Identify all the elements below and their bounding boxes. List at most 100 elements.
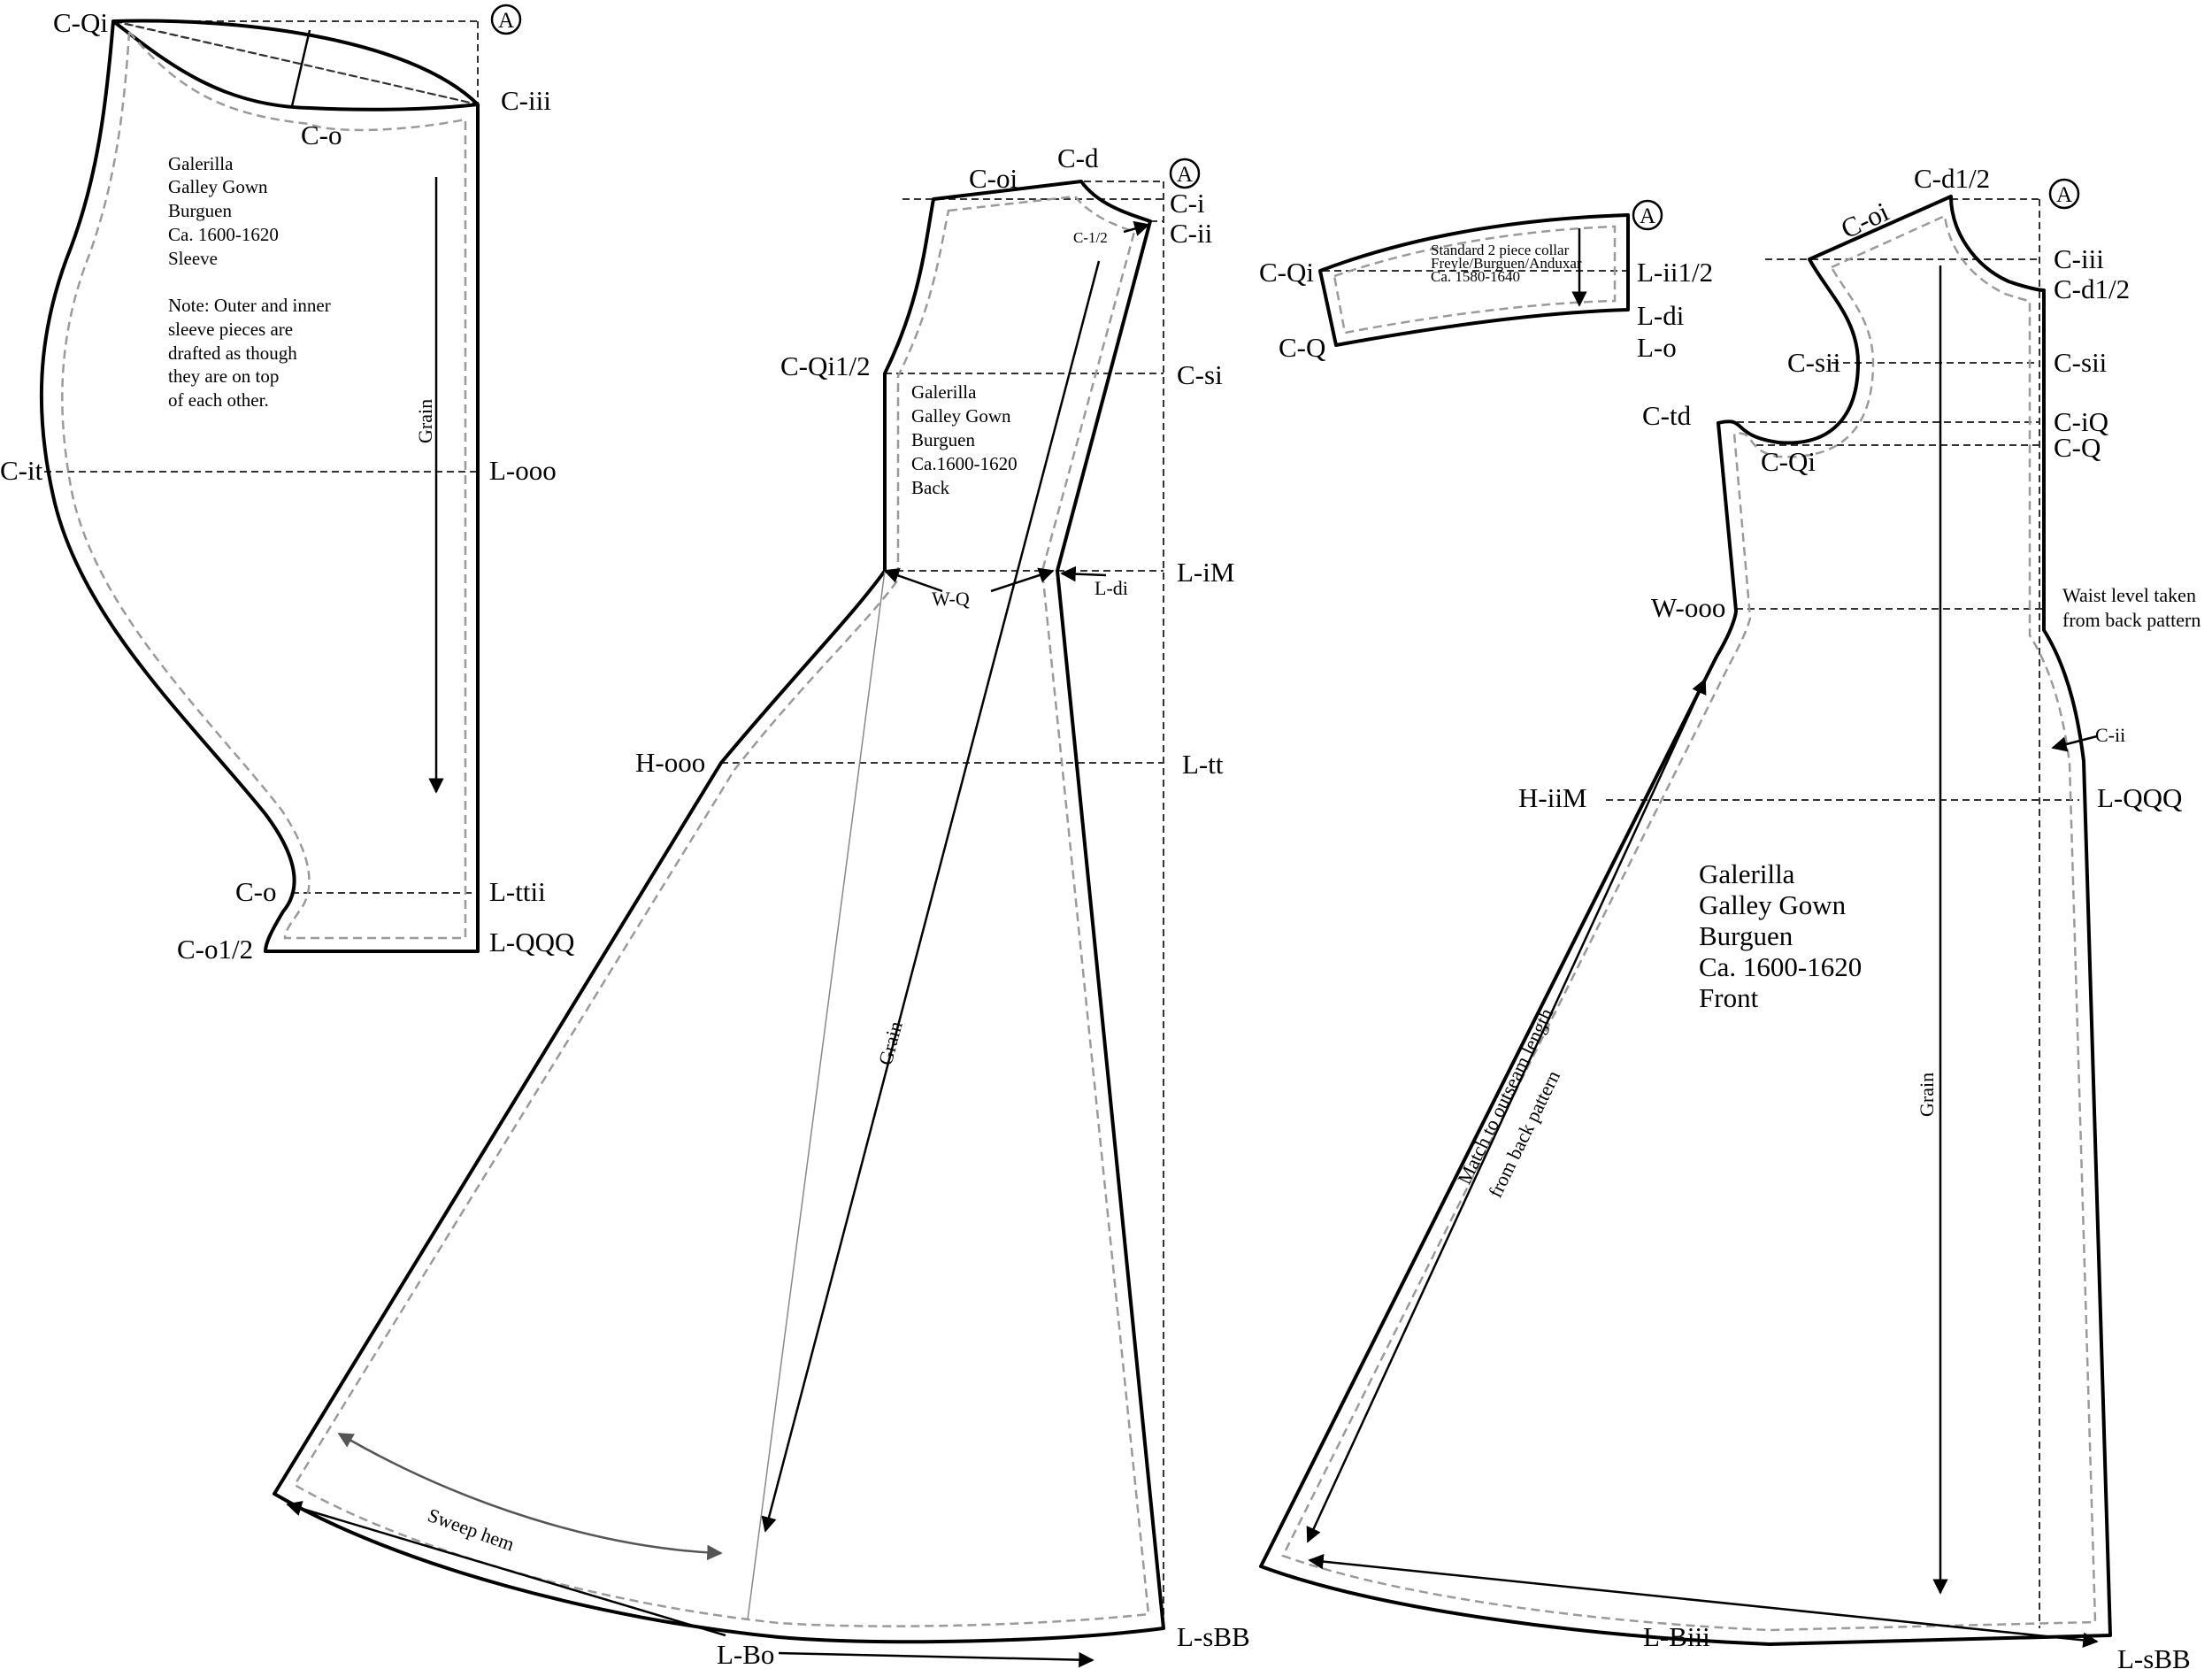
front-label-c-td: C-td: [1642, 400, 1692, 431]
sleeve-label-c-qi: C-Qi: [53, 7, 108, 38]
front-label-c-qi: C-Qi: [1761, 446, 1816, 477]
front-label-l-biii: L-Biii: [1643, 1621, 1710, 1652]
svg-text:Burguen: Burguen: [911, 429, 975, 450]
svg-text:Burguen: Burguen: [168, 200, 232, 221]
sleeve-marker-a: A: [498, 9, 514, 33]
svg-text:Front: Front: [1699, 982, 1759, 1013]
front-c-ii-arrow: [2051, 735, 2098, 752]
sleeve-pattern: Grain Galerilla Galley Gown Burguen Ca. …: [0, 4, 574, 965]
sleeve-grain-label: Grain: [414, 399, 436, 443]
front-label-c-ii: C-ii: [2095, 724, 2125, 746]
svg-text:Galerilla: Galerilla: [1699, 858, 1795, 889]
back-marker-circle: [1169, 158, 1201, 189]
sleeve-label-c-iii: C-iii: [501, 85, 551, 116]
back-label-c-d: C-d: [1057, 142, 1099, 173]
svg-text:Galerilla: Galerilla: [168, 153, 234, 174]
svg-text:from back pattern: from back pattern: [2062, 609, 2200, 631]
back-c-half-arrow: [1123, 220, 1150, 236]
back-label-l-di: L-di: [1094, 577, 1128, 599]
back-title: Galerilla Galley Gown Burguen Ca.1600-16…: [911, 381, 1018, 498]
sleeve-label-l-qqq: L-QQQ: [489, 927, 574, 958]
sleeve-title: Galerilla Galley Gown Burguen Ca. 1600-1…: [168, 153, 279, 269]
back-label-l-sbb: L-sBB: [1177, 1621, 1250, 1652]
collar-cutting-line: [1318, 213, 1630, 347]
collar-label-c-q: C-Q: [1279, 332, 1325, 363]
back-label-l-bo: L-Bo: [717, 1639, 774, 1669]
back-label-c-i: C-i: [1170, 188, 1205, 219]
svg-text:Galley Gown: Galley Gown: [1699, 889, 1847, 920]
sleeve-seam-allowance: [61, 31, 467, 940]
sleeve-label-c-o12: C-o1/2: [177, 934, 253, 965]
front-label-l-sbb: L-sBB: [2117, 1643, 2191, 1669]
back-pattern: Grain W-Q L-di Sweep hem Galerilla Galle…: [273, 142, 1250, 1669]
sleeve-label-c-it: C-it: [0, 455, 43, 486]
front-label-l-qqq: L-QQQ: [2097, 782, 2182, 813]
svg-text:Waist level taken: Waist level taken: [2062, 584, 2196, 606]
sleeve-label-c-o-top: C-o: [301, 119, 342, 150]
collar-marker-a: A: [1640, 204, 1655, 228]
svg-text:sleeve pieces are: sleeve pieces are: [168, 319, 293, 340]
front-grain-label: Grain: [1916, 1073, 1938, 1117]
svg-text:Ca.1600-1620: Ca.1600-1620: [911, 453, 1018, 474]
svg-text:Standard 2 piece collar: Standard 2 piece collar: [1431, 242, 1570, 258]
front-label-c-d12-top: C-d1/2: [1914, 163, 1990, 194]
back-label-w-q: W-Q: [932, 588, 970, 610]
front-match-arrow: [1306, 678, 1707, 1543]
collar-pattern: Standard 2 piece collar Freyle/Burguen/A…: [1259, 199, 1713, 363]
back-label-c-half: C-1/2: [1073, 229, 1108, 246]
collar-note: Standard 2 piece collar Freyle/Burguen/A…: [1431, 242, 1582, 285]
sleeve-note: Note: Outer and inner sleeve pieces are …: [168, 295, 331, 411]
svg-text:Galerilla: Galerilla: [911, 381, 977, 403]
front-marker-circle: [2048, 178, 2080, 210]
back-cutting-line: [273, 180, 1165, 1644]
svg-text:they are on top: they are on top: [168, 365, 279, 387]
back-label-l-tt: L-tt: [1182, 749, 1224, 780]
front-marker-a: A: [2056, 183, 2072, 207]
svg-text:Sleeve: Sleeve: [168, 248, 218, 269]
back-label-c-oi: C-oi: [969, 163, 1018, 194]
front-label-c-oi: C-oi: [1836, 196, 1893, 244]
svg-text:Galley Gown: Galley Gown: [168, 176, 268, 197]
collar-label-l-o: L-o: [1637, 332, 1677, 363]
svg-text:Back: Back: [911, 477, 950, 498]
back-label-l-im: L-iM: [1177, 557, 1234, 588]
svg-text:Ca. 1600-1620: Ca. 1600-1620: [1699, 951, 1862, 982]
back-sweep-hem-arrow: [337, 1432, 723, 1561]
back-label-c-si: C-si: [1177, 359, 1223, 390]
back-label-c-qi12: C-Qi1/2: [780, 350, 871, 381]
front-label-h-iim: H-iiM: [1518, 782, 1587, 813]
sleeve-marker-circle: [490, 4, 522, 35]
front-waist-note: Waist level taken from back pattern: [2062, 584, 2200, 631]
back-label-h-ooo: H-ooo: [635, 747, 705, 778]
front-label-c-sii-left: C-sii: [1787, 347, 1841, 378]
svg-text:Burguen: Burguen: [1699, 920, 1793, 951]
back-hem-left-arrow: [286, 1501, 726, 1637]
front-label-w-ooo: W-ooo: [1651, 592, 1725, 623]
collar-label-c-qi: C-Qi: [1259, 257, 1314, 288]
svg-text:Galley Gown: Galley Gown: [911, 405, 1011, 427]
sleeve-cap-depth-line: [290, 29, 311, 107]
front-title: Galerilla Galley Gown Burguen Ca. 1600-1…: [1699, 858, 1862, 1013]
svg-text:Freyle/Burguen/Anduxar: Freyle/Burguen/Anduxar: [1431, 255, 1582, 272]
sleeve-label-c-o-bottom: C-o: [235, 876, 277, 907]
sleeve-label-l-ooo: L-ooo: [489, 455, 557, 486]
collar-marker-circle: [1632, 199, 1663, 231]
svg-text:Ca. 1580-1640: Ca. 1580-1640: [1431, 268, 1520, 285]
svg-text:Note: Outer and inner: Note: Outer and inner: [168, 295, 331, 316]
collar-label-l-ii12: L-ii1/2: [1637, 257, 1713, 288]
svg-text:of each other.: of each other.: [168, 389, 269, 411]
front-pattern: Grain Match to outseam length from back …: [1259, 163, 2200, 1669]
back-label-c-ii: C-ii: [1170, 218, 1213, 249]
sleeve-cutting-line: [111, 19, 480, 112]
back-grain-label: Grain: [874, 1019, 907, 1067]
back-grain-arrow: [761, 260, 1101, 1533]
front-label-c-d12-right: C-d1/2: [2054, 273, 2130, 304]
front-label-c-iii: C-iii: [2054, 243, 2104, 274]
front-hem-arrow: [1308, 1553, 2099, 1649]
collar-label-l-di: L-di: [1637, 300, 1685, 331]
sleeve-label-l-ttii: L-ttii: [489, 876, 546, 907]
front-label-c-iq: C-iQ: [2054, 406, 2108, 437]
front-match-note: Match to outseam length from back patter…: [1453, 1004, 1564, 1201]
svg-text:drafted as though: drafted as though: [168, 342, 297, 364]
